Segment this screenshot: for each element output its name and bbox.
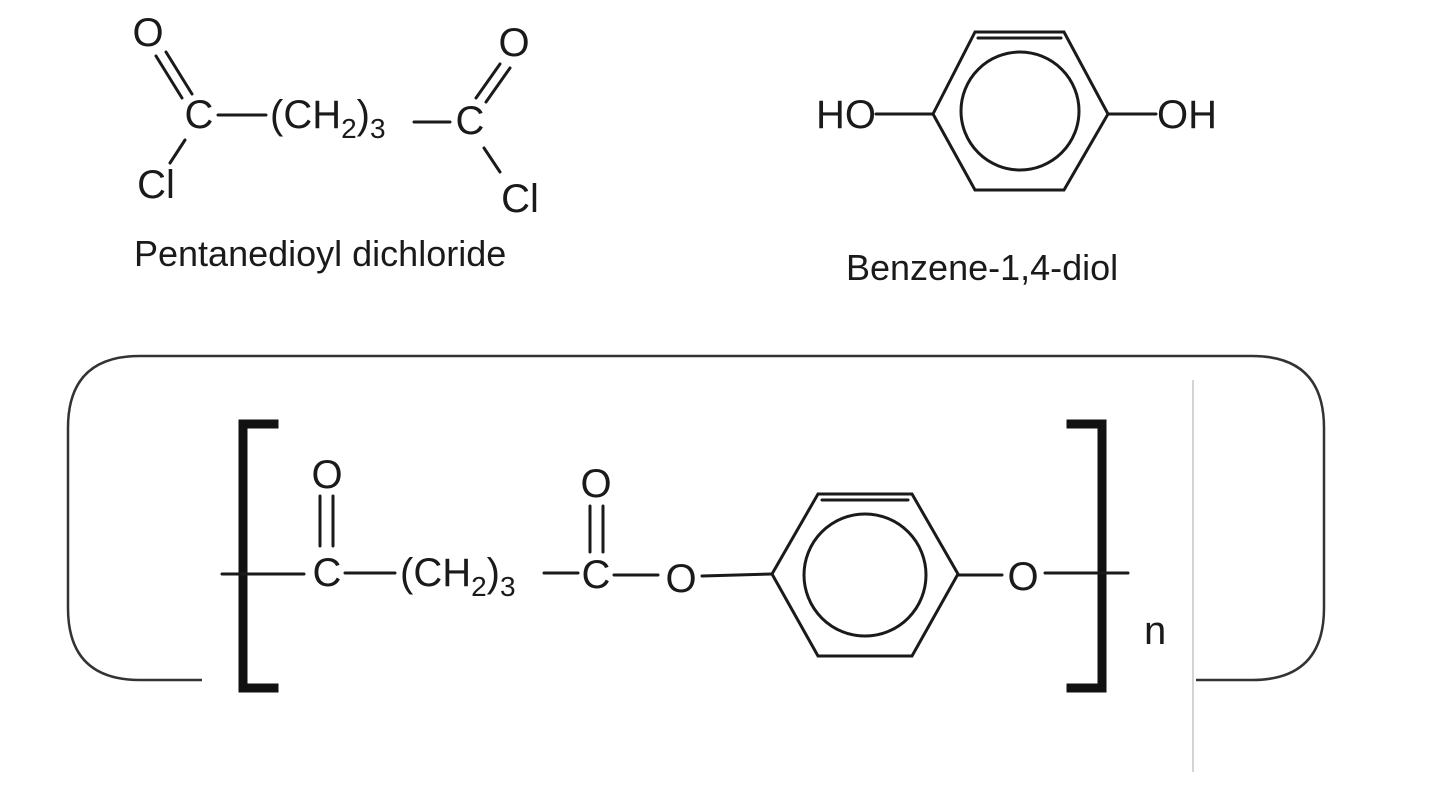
hydroxyl-right: OH [1157, 93, 1217, 137]
benzene-ring [931, 30, 1110, 192]
carbon-right: C [456, 99, 485, 143]
bracket-left [238, 419, 279, 693]
pentanedioyl-dichloride-structure: O C Cl (CH2)3 C O Cl Pentanedioyl dichlo… [132, 11, 538, 274]
single-bond-c-cl-left [168, 138, 187, 165]
polymer-carbonyl-oxygen-right: O [580, 462, 611, 506]
single-bond-c-cl-right [482, 146, 502, 174]
ester-oxygen-right: O [1007, 555, 1038, 599]
polymer-chain-formula: (CH2)3 [400, 551, 516, 602]
polymer-aromatic-circle [802, 512, 928, 638]
bond-ester-o-ring [700, 572, 774, 578]
polymer-carbon-left: C [313, 551, 342, 595]
polymer-benzene-ring [770, 492, 960, 658]
repeat-count-subscript: n [1144, 609, 1166, 653]
polymer-carbon-right: C [582, 553, 611, 597]
ester-oxygen-left: O [665, 557, 696, 601]
bracket-right [1066, 419, 1107, 693]
double-bond-left-a [154, 54, 184, 100]
polyester-repeat-unit: O C (CH2)3 O C O O n [66, 354, 1326, 772]
chlorine-right: Cl [501, 177, 539, 221]
double-bond-left-b [164, 50, 194, 96]
benzene-1-4-diol-structure: HO OH Benzene-1,4-diol [816, 30, 1217, 288]
carbon-left: C [185, 93, 214, 137]
caption-pentanedioyl-dichloride: Pentanedioyl dichloride [134, 233, 506, 274]
carbonyl-oxygen-right: O [498, 21, 529, 65]
repeat-unit-frame [66, 354, 1326, 682]
polymer-carbonyl-oxygen-left: O [311, 453, 342, 497]
aromatic-circle [959, 50, 1081, 172]
chain-formula: (CH2)3 [270, 93, 386, 144]
caption-benzene-1-4-diol: Benzene-1,4-diol [846, 247, 1118, 288]
hydroxyl-left: HO [816, 93, 876, 137]
carbonyl-oxygen-left: O [132, 11, 163, 55]
double-bond-right-b [484, 66, 512, 104]
double-bond-right-a [474, 62, 502, 100]
chlorine-left: Cl [137, 163, 175, 207]
